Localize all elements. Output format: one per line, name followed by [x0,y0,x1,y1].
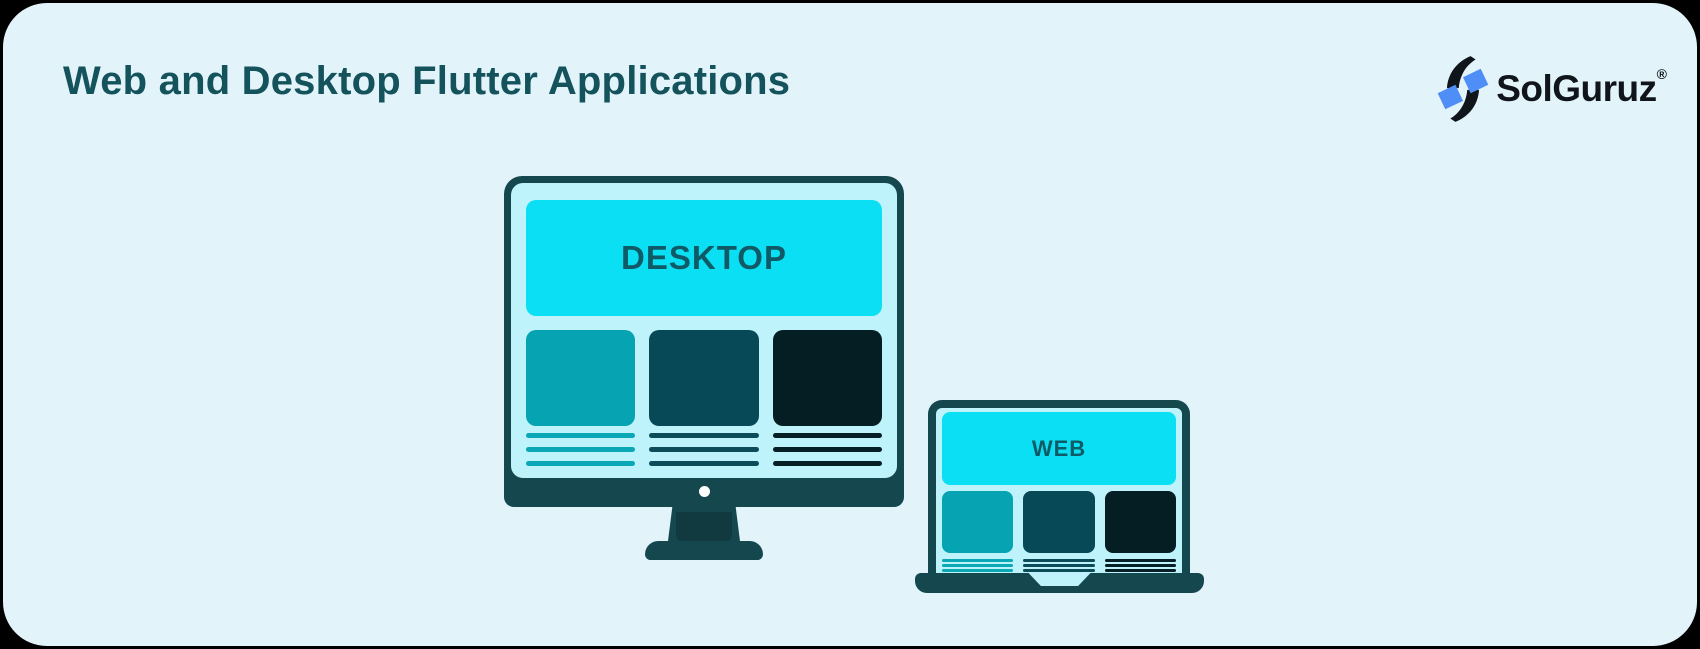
solguruz-wordmark-group: SolGuruz ® [1496,54,1667,124]
content-card-near-black [772,330,882,426]
text-lines-black [772,433,882,466]
desktop-monitor-illustration: DESKTOP [504,176,904,560]
laptop-illustration: WEB [915,400,1204,593]
monitor-camera-dot [698,486,710,497]
banner-card: Web and Desktop Flutter Applications Sol… [3,3,1697,646]
content-card-dark-teal [649,330,759,426]
web-label: WEB [1031,435,1087,461]
registered-trademark: ® [1656,66,1667,82]
text-lines-dark [1023,559,1095,572]
desktop-label: DESKTOP [621,239,787,276]
web-header-block: WEB [942,412,1176,485]
monitor-frame: DESKTOP [504,176,904,507]
laptop-screen: WEB [928,400,1190,573]
page-title: Web and Desktop Flutter Applications [63,59,791,103]
text-lines-teal [526,433,636,466]
content-card-teal [526,330,636,426]
text-lines-black [1104,559,1176,572]
desktop-header-block: DESKTOP [526,200,882,316]
text-lines-dark [649,433,759,466]
content-card-dark-teal [1023,491,1095,553]
laptop-notch [1028,573,1091,586]
solguruz-logo-icon [1437,56,1489,122]
content-card-near-black [1104,491,1176,553]
laptop-content-cards [942,491,1176,553]
monitor-stand-neck-shadow [676,512,732,541]
desktop-content-cards [526,330,882,426]
solguruz-wordmark: SolGuruz [1496,68,1657,109]
monitor-stand-base [645,541,763,560]
desktop-text-lines [526,433,882,466]
laptop-base [915,573,1204,593]
monitor-screen: DESKTOP [511,183,897,478]
solguruz-logo: SolGuruz ® [1436,51,1667,127]
content-card-teal [942,491,1014,553]
laptop-text-lines [942,559,1176,572]
monitor-stand-neck [668,507,740,541]
text-lines-teal [942,559,1014,572]
